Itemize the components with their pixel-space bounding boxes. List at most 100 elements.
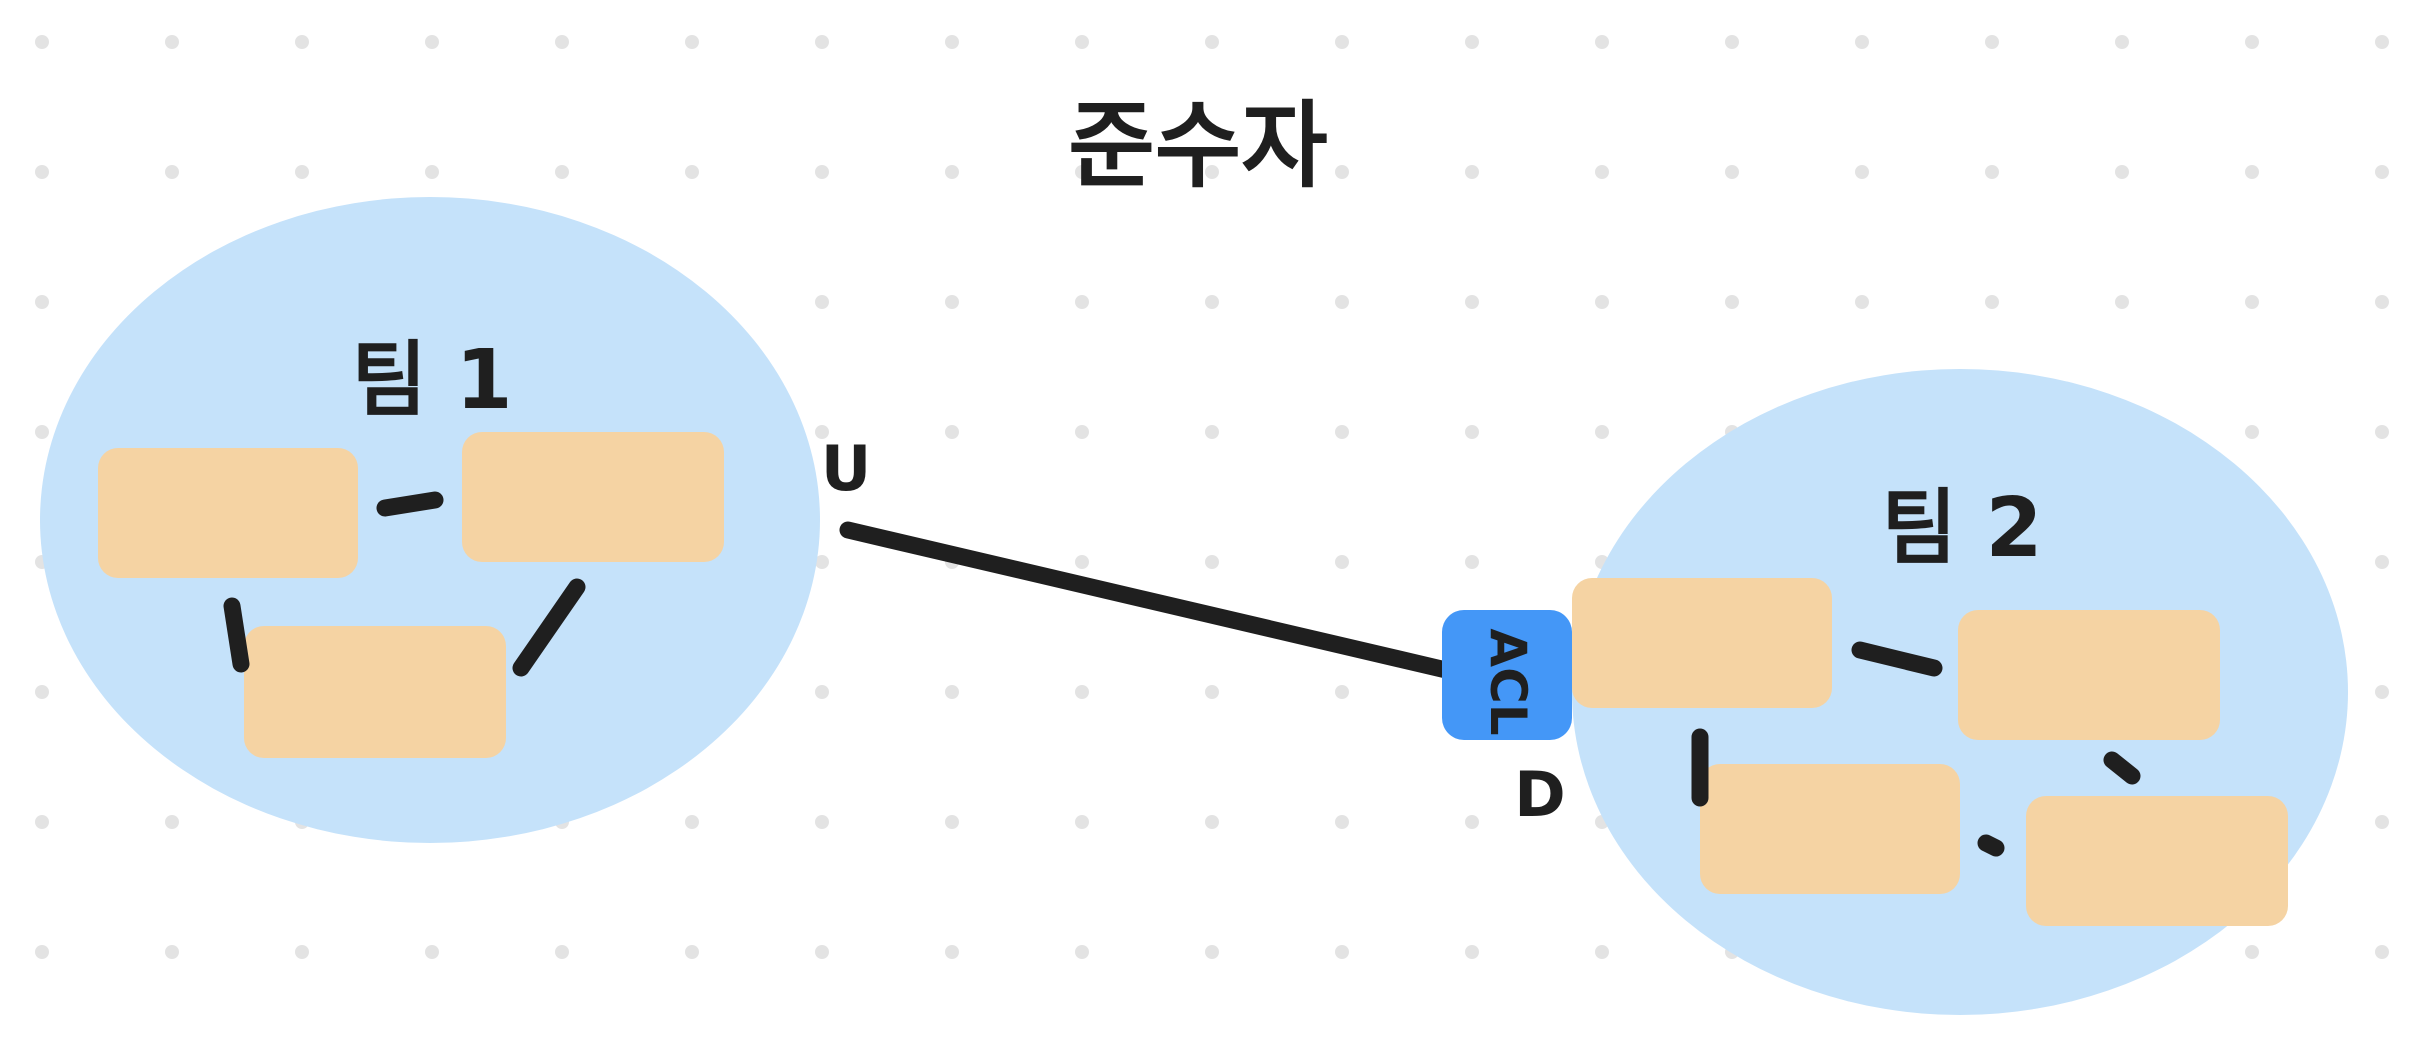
grid-dot [1075,685,1089,699]
grid-dot [35,295,49,309]
team-2-component-link [2103,751,2141,785]
grid-dot [1595,425,1609,439]
grid-dot [425,945,439,959]
grid-dot [945,945,959,959]
grid-dot [2245,165,2259,179]
grid-dot [1595,945,1609,959]
acl-label: ACL [1479,628,1537,735]
grid-dot [555,165,569,179]
grid-dot [1985,35,1999,49]
team-2-component[interactable] [2026,796,2288,926]
grid-dot [815,555,829,569]
team-1-component[interactable] [98,448,358,578]
grid-dot [165,945,179,959]
team-1-component-link [376,491,444,517]
grid-dot [1205,295,1219,309]
grid-dot [1465,295,1479,309]
grid-dot [1465,815,1479,829]
grid-dot [1465,165,1479,179]
grid-dot [1725,165,1739,179]
grid-dot [2245,425,2259,439]
diagram-title: 준수자 [1068,92,1327,201]
team-1-area [40,197,820,843]
team-2-context[interactable]: 팀 2 [1572,369,2348,1015]
grid-dot [295,35,309,49]
team-2-component[interactable] [1958,610,2220,740]
grid-dot [1335,685,1349,699]
team-1-component-link [512,578,586,677]
grid-dot [1205,815,1219,829]
grid-dot [1725,35,1739,49]
grid-dot [1855,165,1869,179]
grid-dot [1205,35,1219,49]
team-1-label: 팀 1 [351,333,512,428]
grid-dot [165,165,179,179]
grid-dot [815,165,829,179]
grid-dot [815,295,829,309]
grid-dot [1075,945,1089,959]
grid-dot [685,945,699,959]
grid-dot [425,35,439,49]
grid-dot [1335,35,1349,49]
acl-badge[interactable] [1442,610,1572,740]
grid-dot [1465,35,1479,49]
team-1-component[interactable] [244,626,506,758]
grid-dot [425,165,439,179]
grid-dot [1205,165,1219,179]
grid-dot [945,815,959,829]
grid-dot [1595,165,1609,179]
team-2-label: 팀 2 [1881,481,2042,576]
relationship-line [839,521,1455,679]
grid-dot [1335,555,1349,569]
grid-dot [1075,815,1089,829]
grid-dot [2245,945,2259,959]
grid-dot [35,685,49,699]
grid-dot [1075,555,1089,569]
grid-dot [685,815,699,829]
grid-dot [295,945,309,959]
team-1-component[interactable] [462,432,724,562]
grid-dot [1075,295,1089,309]
grid-dot [555,35,569,49]
grid-dot [555,945,569,959]
grid-dot [1205,425,1219,439]
grid-dot [2115,165,2129,179]
grid-dot [1595,295,1609,309]
grid-dot [685,35,699,49]
grid-dot [1725,295,1739,309]
grid-dot [685,165,699,179]
grid-dot [1075,425,1089,439]
grid-dot [815,35,829,49]
grid-dot [2375,425,2389,439]
grid-dot [1465,945,1479,959]
team-1-context[interactable]: 팀 1 [40,197,820,843]
grid-dot [945,425,959,439]
grid-dot [815,815,829,829]
grid-dot [1335,165,1349,179]
downstream-label: D [1514,758,1565,831]
grid-dot [1985,165,1999,179]
grid-dot [2375,945,2389,959]
grid-dot [815,425,829,439]
grid-dot [945,295,959,309]
team-2-component-link [1977,834,2005,857]
grid-dot [2375,685,2389,699]
grid-dot [35,425,49,439]
grid-dot [945,35,959,49]
grid-dot [1335,425,1349,439]
grid-dot [2375,165,2389,179]
grid-dot [165,815,179,829]
grid-dot [1985,295,1999,309]
grid-dot [2375,35,2389,49]
grid-dot [35,35,49,49]
upstream-downstream-relationship[interactable]: U ACL D [821,432,1572,831]
grid-dot [1855,35,1869,49]
grid-dot [35,945,49,959]
grid-dot [1335,945,1349,959]
grid-dot [2115,35,2129,49]
upstream-label: U [821,432,871,505]
grid-dot [945,685,959,699]
team-2-component[interactable] [1700,764,1960,894]
team-2-component[interactable] [1572,578,1832,708]
